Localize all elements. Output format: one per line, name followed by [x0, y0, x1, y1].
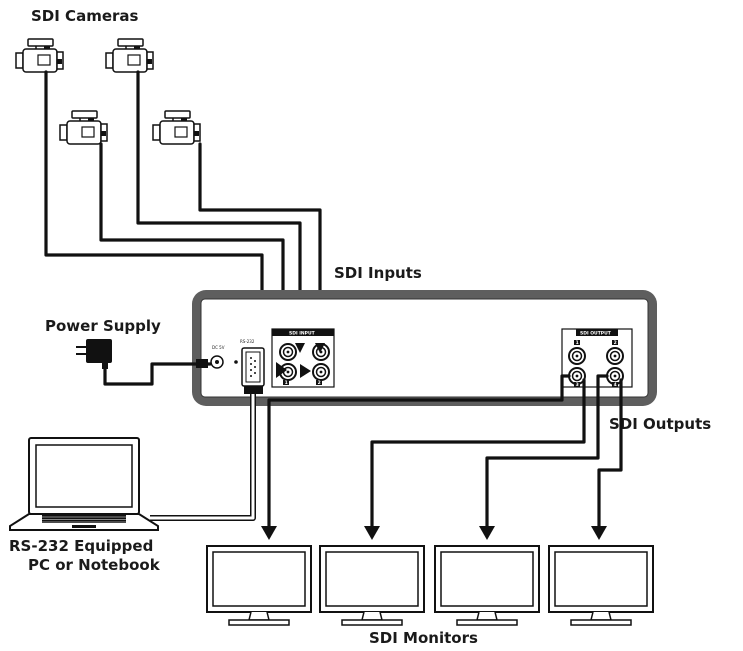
output-arrow: [479, 526, 495, 540]
bnc-connector-icon: [606, 347, 624, 365]
monitor-icon: [548, 545, 654, 626]
pc-label-line1: RS-232 Equipped: [9, 537, 153, 555]
input-number: 1: [285, 380, 288, 386]
power-adapter-icon: [76, 339, 112, 369]
power-cable: [103, 362, 212, 386]
video-camera-icon: [15, 38, 64, 73]
output-number: 2: [614, 340, 617, 346]
dc-label: DC 5V: [212, 345, 225, 350]
output-cable-1: [267, 374, 571, 530]
power-plug: [196, 359, 208, 368]
output-cable-4: [597, 378, 623, 530]
input-arrow: [300, 364, 311, 378]
inputs-label: SDI Inputs: [334, 264, 422, 282]
camera-cable-2: [136, 70, 302, 352]
outputs-label: SDI Outputs: [609, 415, 711, 433]
bnc-connector-icon: [312, 363, 330, 381]
camera-cable-4: [198, 142, 322, 352]
video-camera-icon: [105, 38, 154, 73]
monitors-label: SDI Monitors: [369, 629, 478, 647]
laptop-icon: [9, 437, 159, 531]
monitor-icon: [319, 545, 425, 626]
bnc-connector-icon: [568, 347, 586, 365]
output-cable-2: [370, 378, 586, 530]
output-number: 3: [576, 382, 579, 388]
input-arrow: [276, 362, 287, 378]
output-number: 4: [614, 382, 617, 388]
output-number: 1: [576, 340, 579, 346]
output-arrow: [261, 526, 277, 540]
power-label: Power Supply: [45, 317, 161, 335]
monitor-icon: [434, 545, 540, 626]
bnc-connector-icon: [279, 343, 297, 361]
video-camera-icon: [152, 110, 201, 145]
output-arrow: [364, 526, 380, 540]
output-cable-3: [485, 374, 609, 530]
rs232-label: RS-232: [240, 339, 255, 344]
sdi-output-panel-label: SDI OUTPUT: [580, 331, 612, 337]
monitor-icon: [206, 545, 312, 626]
video-camera-icon: [59, 110, 108, 145]
input-number: 2: [318, 380, 321, 386]
sdi-input-panel-label: SDI INPUT: [289, 331, 316, 337]
input-arrow: [315, 343, 325, 353]
cameras-label: SDI Cameras: [31, 7, 139, 25]
output-arrow: [591, 526, 607, 540]
input-arrow: [295, 343, 305, 353]
pc-label-line2: PC or Notebook: [28, 556, 161, 574]
